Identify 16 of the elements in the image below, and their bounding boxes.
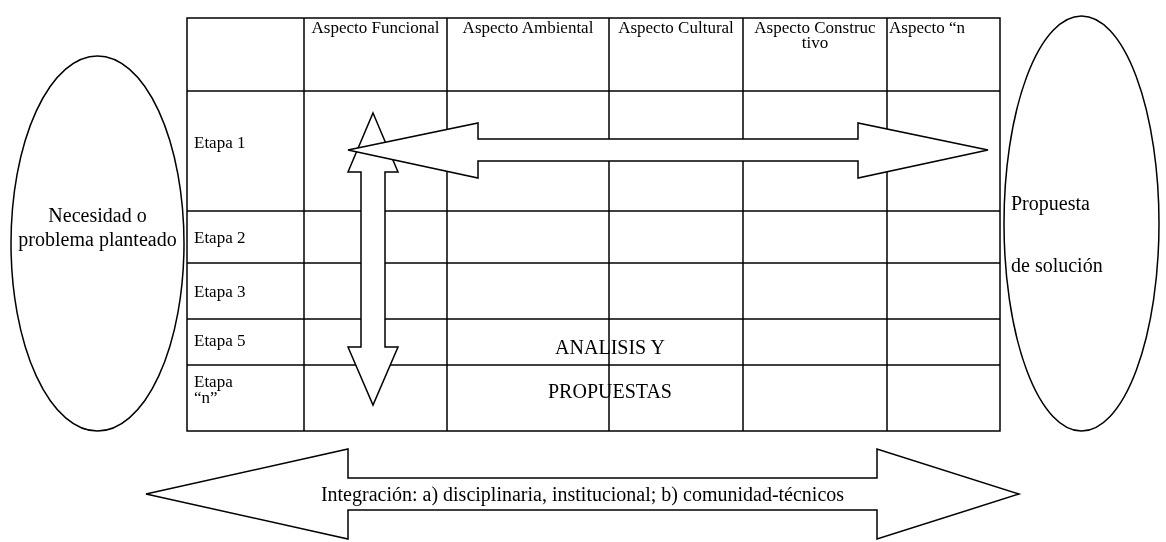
row-header: Etapa 5 (194, 333, 247, 349)
ellipse-node (10, 55, 185, 432)
row-header: Etapa 2 (194, 230, 247, 246)
column-header: Aspecto Cultural (617, 20, 735, 35)
row-header: Etapa 3 (194, 284, 247, 300)
column-header: Aspecto Ambiental (461, 20, 595, 35)
node-label: Necesidad o problema planteado (17, 203, 178, 251)
double-arrow-node (145, 448, 1020, 540)
node-label: Integración: a) disciplinaria, institucional; b) comunidad-técnicos (319, 482, 846, 506)
ellipse-node (1003, 15, 1160, 432)
row-header: Etapa “n” (194, 374, 234, 406)
row-header: Etapa 1 (194, 135, 247, 151)
column-header: Aspecto Funcional (310, 20, 441, 35)
column-header: Aspecto “n (888, 20, 966, 35)
column-header: Aspecto Construc tivo (753, 20, 877, 50)
node-label: Propuesta de solución (1011, 191, 1104, 278)
